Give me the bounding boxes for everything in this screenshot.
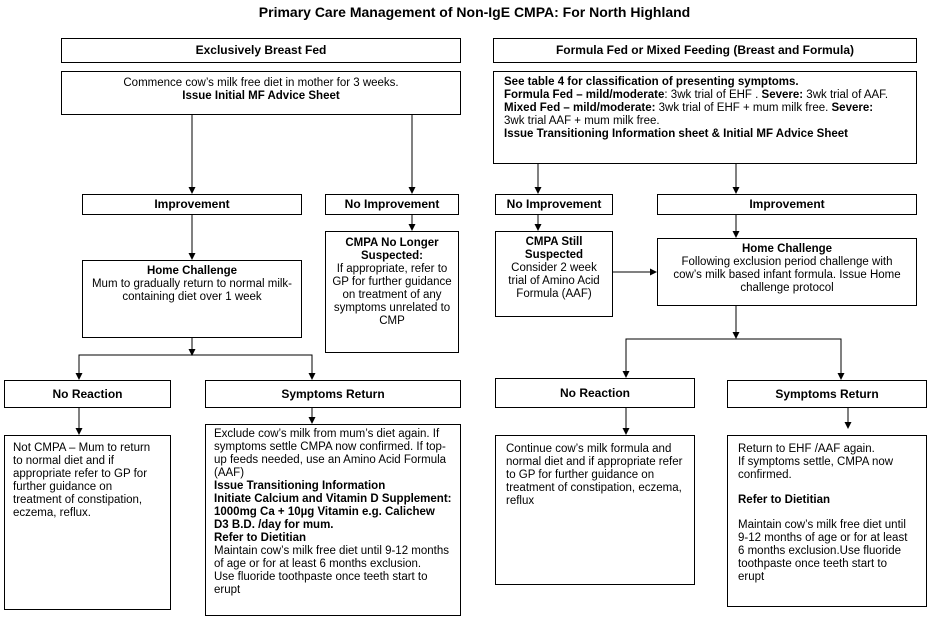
left-split-line (78, 354, 313, 378)
right-start-box: See table 4 for classification of presen… (493, 71, 917, 164)
page-title: Primary Care Management of Non-IgE CMPA:… (258, 4, 691, 20)
mf-label: Mixed Fed – mild/moderate: (504, 102, 656, 114)
right-improvement: Improvement (657, 194, 917, 215)
right-start-formula: Formula Fed – mild/moderate: 3wk trial o… (504, 89, 906, 102)
left-no-longer-title: CMPA No Longer Suspected: (345, 237, 439, 262)
left-start-box: Commence cow’s milk free diet in mother … (61, 71, 461, 115)
right-return-box: Return to EHF /AAF again. If symptoms se… (727, 435, 927, 607)
left-exclude-p1: Exclude cow’s milk from mum’s diet again… (214, 428, 447, 479)
left-exclude-b1: Issue Transitioning Information (214, 480, 386, 492)
right-still-box: CMPA Still Suspected Consider 2 week tri… (495, 231, 613, 317)
left-home-challenge-title: Home Challenge (146, 265, 238, 277)
right-still-text: Consider 2 week trial of Amino Acid Form… (508, 262, 600, 300)
right-return-p1: Return to EHF /AAF again. (738, 443, 875, 455)
left-start-line2: Issue Initial MF Advice Sheet (182, 90, 340, 102)
left-exclude-b2: Initiate Calcium and Vitamin D Supplemen… (214, 493, 452, 531)
right-continue-box: Continue cow’s milk formula and normal d… (495, 435, 695, 585)
left-no-longer-box: CMPA No Longer Suspected: If appropriate… (325, 231, 459, 353)
header-formula-fed: Formula Fed or Mixed Feeding (Breast and… (493, 38, 917, 63)
left-no-reaction: No Reaction (4, 380, 171, 408)
right-return-p2: If symptoms settle, CMPA now confirmed. (738, 456, 894, 481)
ff-label: Formula Fed – mild/moderate (504, 89, 665, 101)
right-symptoms-return: Symptoms Return (727, 380, 927, 408)
left-no-longer-text: If appropriate, refer to GP for further … (332, 263, 452, 327)
left-home-challenge: Home Challenge Mum to gradually return t… (82, 260, 302, 338)
left-no-improvement: No Improvement (325, 194, 459, 215)
left-improvement: Improvement (82, 194, 302, 215)
right-start-mixed: Mixed Fed – mild/moderate: 3wk trial of … (504, 102, 906, 128)
right-return-p3: Maintain cow’s milk free diet until 9-12… (738, 519, 908, 583)
left-exclude-p3: Use fluoride toothpaste once teeth start… (214, 571, 428, 596)
left-exclude-b3: Refer to Dietitian (214, 532, 307, 544)
left-home-challenge-text: Mum to gradually return to normal milk-c… (91, 278, 293, 303)
right-still-title: CMPA Still Suspected (524, 236, 584, 261)
left-not-cmpa: Not CMPA – Mum to return to normal diet … (4, 435, 171, 610)
mf-severe: Severe: (831, 102, 874, 114)
right-no-improvement: No Improvement (495, 194, 613, 215)
right-no-reaction: No Reaction (495, 378, 695, 408)
mf-severe-text: 3wk trial AAF + mum milk free. (504, 115, 660, 127)
left-exclude-box: Exclude cow’s milk from mum’s diet again… (205, 424, 461, 616)
right-home-challenge-title: Home Challenge (741, 243, 833, 255)
right-start-l1: See table 4 for classification of presen… (504, 76, 799, 88)
right-home-challenge: Home Challenge Following exclusion perio… (657, 238, 917, 306)
right-split-line (625, 338, 842, 379)
left-exclude-p2: Maintain cow’s milk free diet until 9-12… (214, 545, 450, 570)
mf-text: 3wk trial of EHF + mum milk free. (655, 102, 832, 114)
ff-severe-text: 3wk trial of AAF. (803, 89, 889, 101)
header-breast-fed: Exclusively Breast Fed (61, 38, 461, 63)
right-return-b1: Refer to Dietitian (738, 494, 831, 506)
right-start-l4: Issue Transitioning Information sheet & … (504, 128, 848, 140)
right-home-challenge-text: Following exclusion period challenge wit… (673, 256, 901, 294)
ff-text: : 3wk trial of EHF . (664, 89, 762, 101)
left-symptoms-return: Symptoms Return (205, 380, 461, 408)
left-start-line1: Commence cow’s milk free diet in mother … (123, 77, 399, 89)
ff-severe: Severe: (761, 89, 804, 101)
